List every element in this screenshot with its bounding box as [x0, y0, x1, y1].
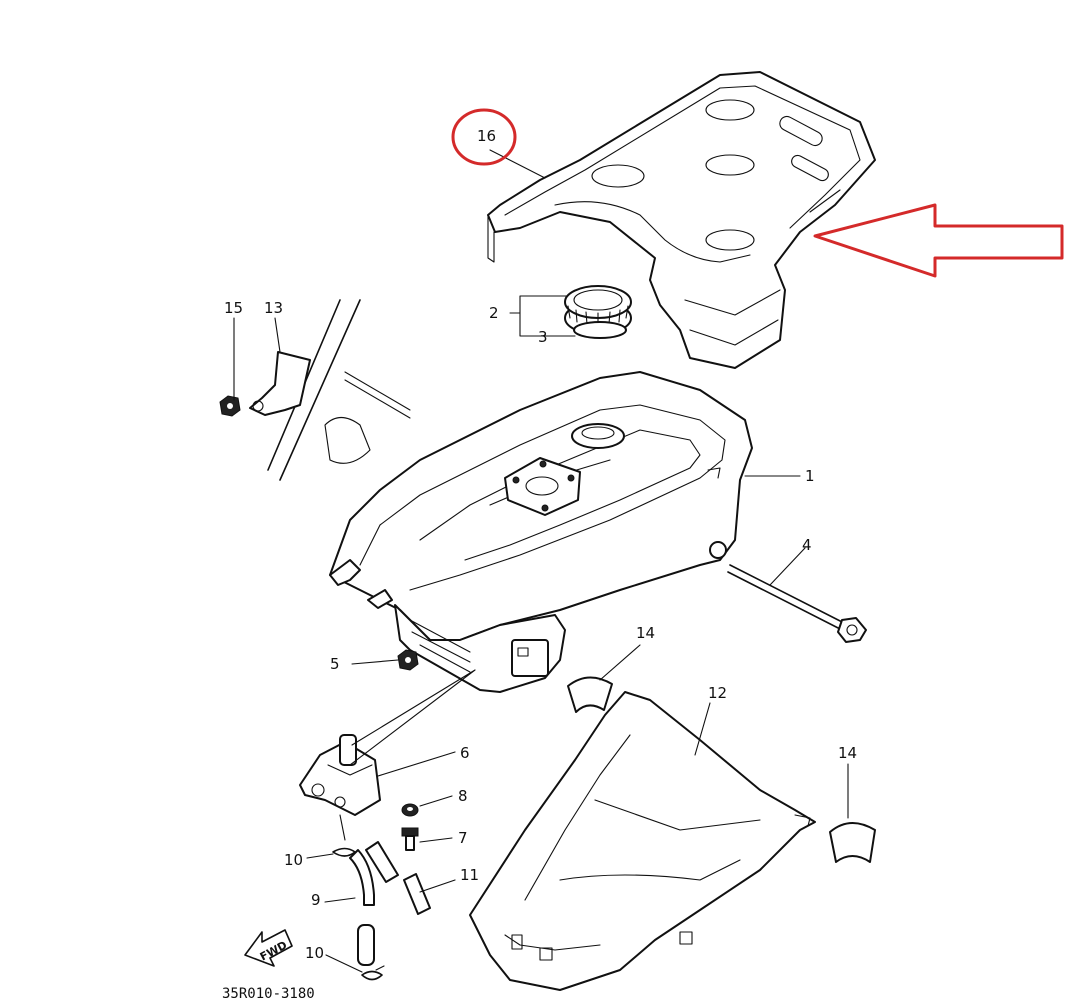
- label-10-upper: 10: [284, 851, 303, 869]
- diagram-code: 35R010-3180: [222, 986, 315, 1002]
- label-1: 1: [805, 467, 815, 485]
- forward-arrow-icon: FWD: [244, 929, 293, 967]
- fuel-cock-part-6: [299, 669, 476, 841]
- nut-part-5: [397, 649, 419, 671]
- label-6: 6: [460, 744, 470, 762]
- label-8: 8: [458, 787, 468, 805]
- label-2: 2: [489, 304, 499, 322]
- damper-part-14-upper: [567, 676, 613, 713]
- fuel-cap-part-2: [564, 285, 632, 335]
- clip-part-10-upper: [332, 847, 356, 857]
- fuel-hose-part-9: [349, 849, 375, 966]
- damper-part-14-right: [829, 822, 876, 863]
- screw-part-7: [401, 827, 419, 851]
- label-4: 4: [802, 536, 812, 554]
- part-labels: 16 2 3 15 13 1 4 5 14 12 14 6 8 7 10 11 …: [224, 127, 857, 962]
- frame-section: [267, 299, 411, 481]
- label-13: 13: [264, 299, 283, 317]
- label-3: 3: [538, 328, 548, 346]
- label-14-right: 14: [838, 744, 857, 762]
- label-14-upper: 14: [636, 624, 655, 642]
- hose-part-11: [365, 841, 431, 915]
- inner-cover-part-12: [469, 691, 816, 991]
- label-10-lower: 10: [305, 944, 324, 962]
- label-16: 16: [477, 127, 496, 145]
- clip-part-10-lower: [361, 965, 385, 981]
- red-circle-icon: [451, 108, 517, 166]
- red-arrow-icon: [813, 203, 1064, 278]
- label-15: 15: [224, 299, 243, 317]
- label-7: 7: [458, 829, 468, 847]
- rear-carrier-part-16: [487, 71, 876, 369]
- leader-lines: [233, 149, 849, 973]
- fuel-tank-part-1: [329, 371, 753, 693]
- bolt-part-4: [727, 564, 867, 643]
- bracket-part-13: [249, 351, 311, 416]
- label-9: 9: [311, 891, 321, 909]
- washer-part-8: [401, 803, 419, 817]
- cap-gasket-part-3: [573, 321, 627, 339]
- label-12: 12: [708, 684, 727, 702]
- label-5: 5: [330, 655, 340, 673]
- label-11: 11: [460, 866, 479, 884]
- nut-part-15: [219, 395, 241, 417]
